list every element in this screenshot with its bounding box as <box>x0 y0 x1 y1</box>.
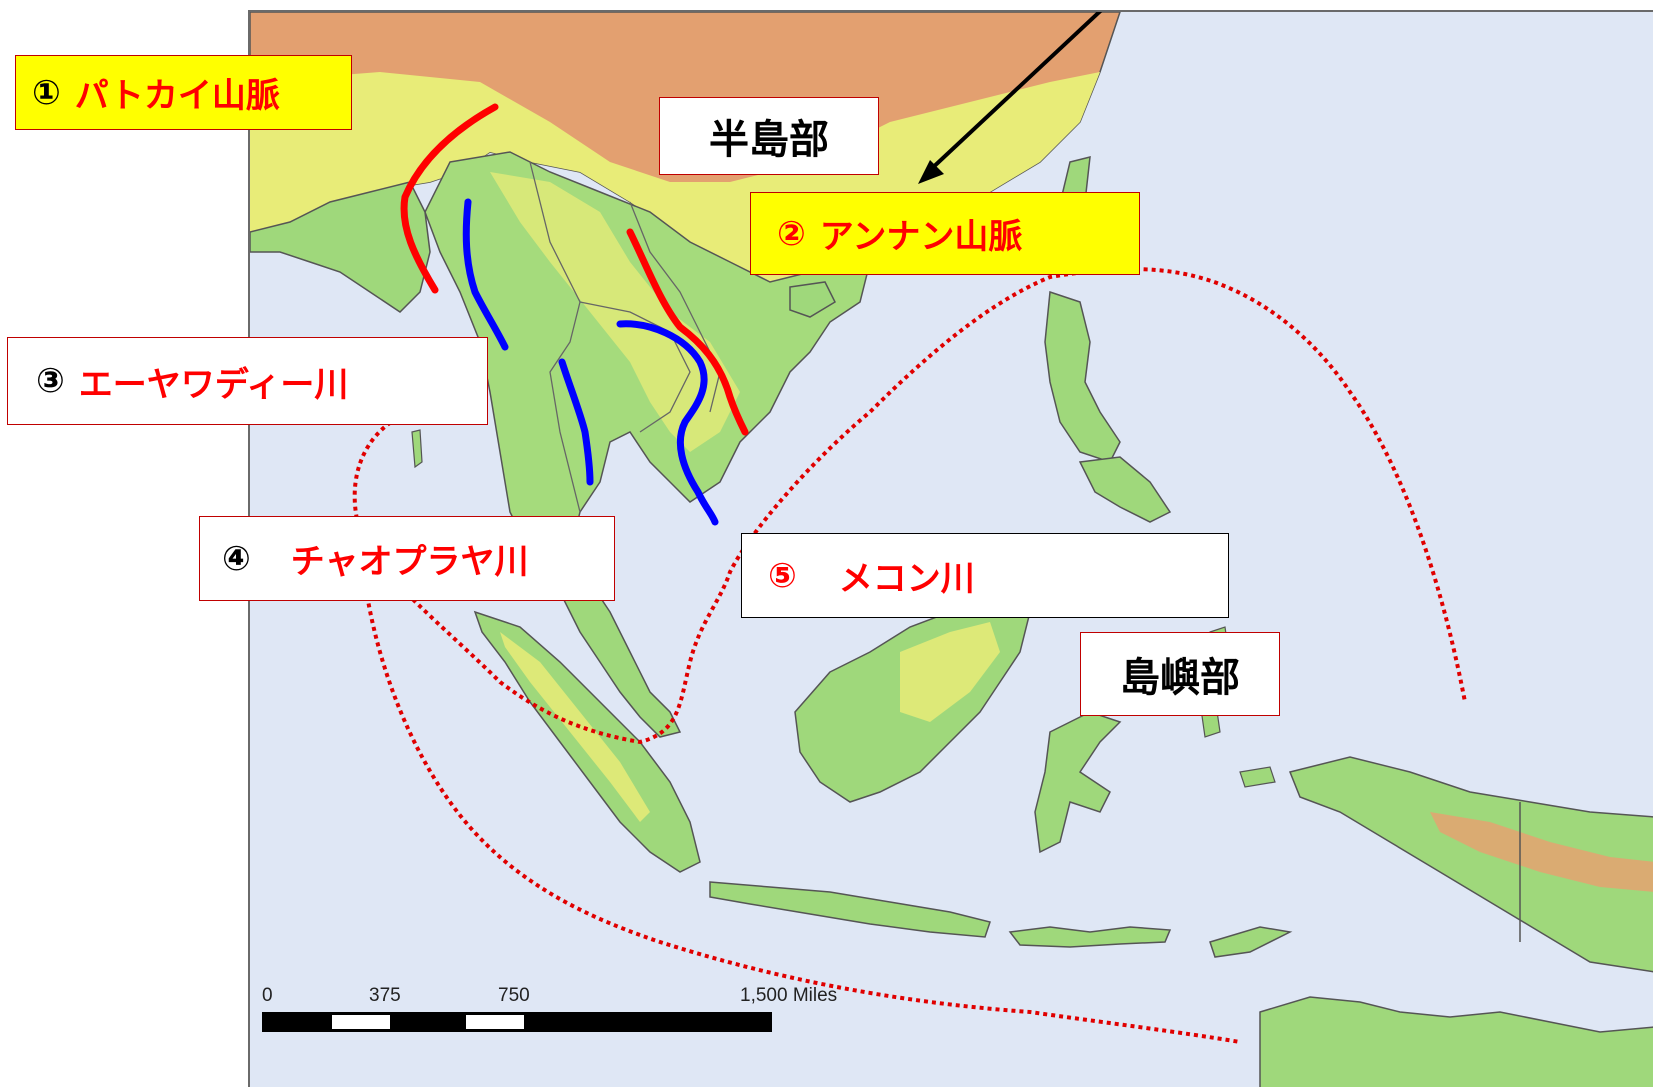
annotation-arrow-line <box>926 12 1103 174</box>
land-philippines-visayas <box>1078 456 1172 523</box>
label-annan-number: ② <box>777 213 806 254</box>
land-philippines-luzon <box>1044 290 1121 463</box>
land-timor <box>1209 926 1293 958</box>
land-maluku-2 <box>1239 766 1276 788</box>
land-new-guinea-highland <box>1430 812 1653 892</box>
boundary-islands <box>358 531 1241 1044</box>
land-borneo-highland <box>900 622 1000 722</box>
land-sulawesi <box>1034 711 1122 854</box>
label-peninsula: 半島部 <box>659 97 879 175</box>
label-patkai-name: パトカイ山脈 <box>74 76 280 116</box>
label-irrawaddy-number: ③ <box>36 361 65 401</box>
river-line-irrawaddy <box>462 198 509 351</box>
label-irrawaddy-name: エーヤワディー川 <box>78 364 349 405</box>
land-indochina-highland <box>490 172 740 452</box>
scale-tick-375: 375 <box>369 985 401 1006</box>
label-mekong-number: ⑤ <box>768 555 797 596</box>
land-lesser-sunda <box>1008 926 1172 948</box>
label-annan: ② アンナン山脈 <box>750 192 1140 275</box>
label-mekong-name: メコン川 <box>838 559 975 599</box>
mountain-line-annan <box>626 228 749 436</box>
land-andaman <box>411 429 423 469</box>
label-patkai-number: ① <box>32 72 61 113</box>
label-chaophraya-number: ④ <box>222 538 251 579</box>
label-irrawaddy: ③ エーヤワディー川 <box>7 337 488 425</box>
river-line-mekong <box>616 320 719 526</box>
label-annan-name: アンナン山脈 <box>819 217 1023 257</box>
label-peninsula-text: 半島部 <box>709 117 829 163</box>
scale-tick-0: 0 <box>262 985 273 1006</box>
land-new-guinea <box>1288 756 1653 973</box>
land-hainan <box>789 281 836 318</box>
label-islands-text: 島嶼部 <box>1120 655 1240 701</box>
border-myanmar-thailand <box>529 161 581 513</box>
boundary-peninsula <box>352 267 1467 745</box>
map-frame <box>248 10 1653 1087</box>
land-java <box>709 881 991 938</box>
annotation-arrow-head <box>918 160 944 184</box>
label-chaophraya: ④ チャオプラヤ川 <box>199 516 615 601</box>
border-thailand-laos <box>579 301 691 433</box>
scale-tick-750: 750 <box>498 985 530 1006</box>
land-australia-north <box>1259 996 1653 1087</box>
scale-tick-1500: 1,500 Miles <box>740 985 838 1006</box>
land-sumatra-highland <box>500 632 650 822</box>
border-laos-vietnam <box>629 201 721 413</box>
label-mekong: ⑤ メコン川 <box>741 533 1229 618</box>
land-myanmar-west <box>250 181 431 313</box>
label-patkai: ① パトカイ山脈 <box>15 55 352 130</box>
label-islands: 島嶼部 <box>1080 632 1280 716</box>
mountain-line-patkai <box>400 103 499 294</box>
terrain-map <box>250 12 1653 1087</box>
scale-bar <box>262 1012 772 1032</box>
river-line-chaophraya <box>558 358 594 486</box>
label-chaophraya-name: チャオプラヤ川 <box>290 542 529 582</box>
